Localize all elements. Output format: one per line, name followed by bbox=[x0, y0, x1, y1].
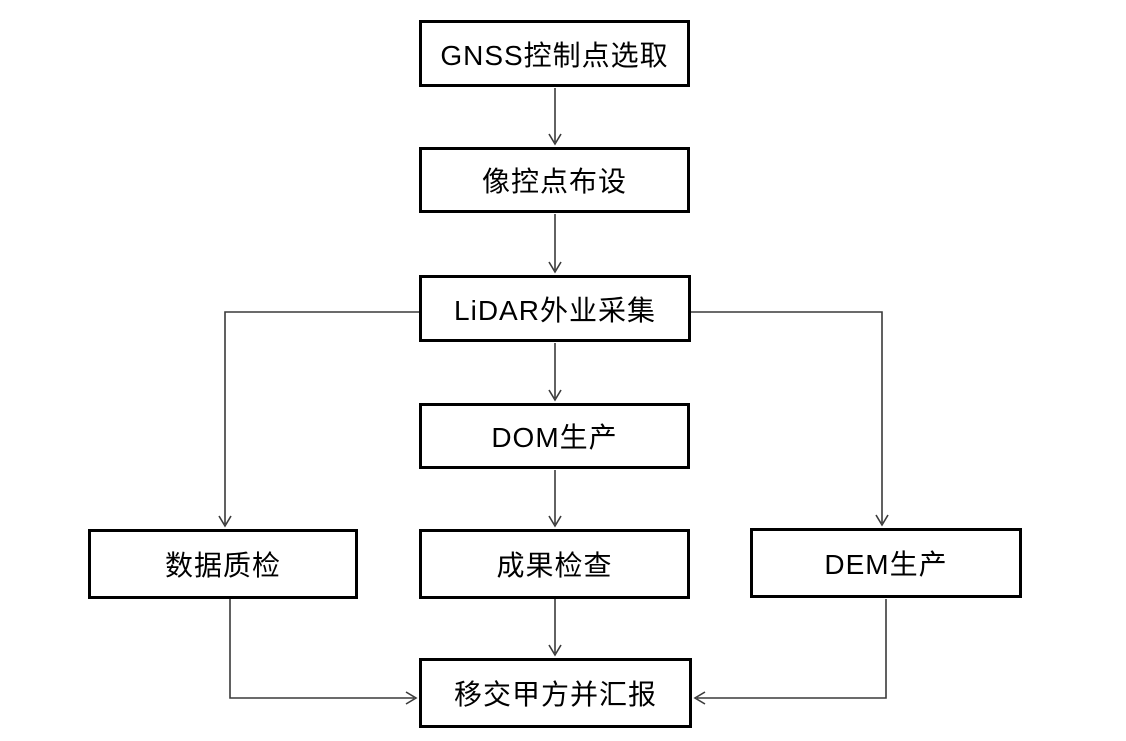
node-result-inspection: 成果检查 bbox=[419, 529, 690, 599]
node-label: DOM生产 bbox=[491, 422, 618, 453]
node-dem-production: DEM生产 bbox=[750, 528, 1022, 598]
node-gnss-control-point-selection: GNSS控制点选取 bbox=[419, 20, 690, 87]
node-label: DEM生产 bbox=[824, 549, 948, 580]
edge-dom-to-result-inspection bbox=[548, 470, 562, 528]
node-data-quality-check: 数据质检 bbox=[88, 529, 358, 599]
edge-result-inspection-to-handover bbox=[548, 599, 562, 657]
node-label: 数据质检 bbox=[164, 550, 281, 581]
node-label: GNSS控制点选取 bbox=[440, 39, 669, 71]
edge-lidar-to-data-quality-check bbox=[218, 311, 419, 528]
edge-gnss-to-image-control bbox=[548, 88, 562, 146]
node-label: LiDAR外业采集 bbox=[454, 294, 656, 326]
node-image-control-point-layout: 像控点布设 bbox=[419, 147, 690, 213]
node-label: 成果检查 bbox=[496, 550, 613, 581]
node-lidar-field-collection: LiDAR外业采集 bbox=[419, 275, 691, 342]
edge-data-quality-check-to-handover bbox=[229, 599, 418, 705]
node-label: 像控点布设 bbox=[481, 166, 627, 197]
node-dom-production: DOM生产 bbox=[419, 403, 690, 469]
edge-image-control-to-lidar bbox=[548, 214, 562, 274]
edge-dem-to-handover bbox=[693, 599, 887, 705]
node-label: 移交甲方并汇报 bbox=[453, 679, 657, 710]
edge-lidar-to-dom bbox=[548, 343, 562, 402]
node-handover-to-client-and-report: 移交甲方并汇报 bbox=[419, 658, 692, 728]
edge-lidar-to-dem bbox=[691, 311, 889, 527]
